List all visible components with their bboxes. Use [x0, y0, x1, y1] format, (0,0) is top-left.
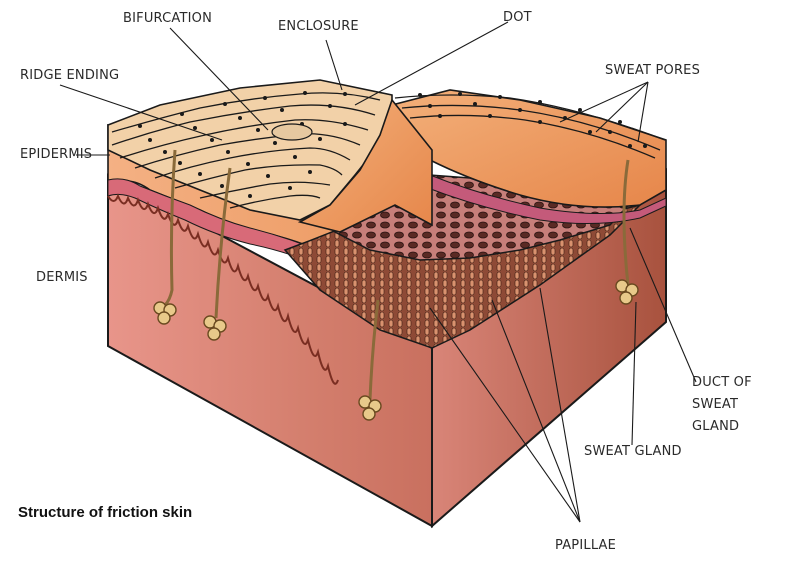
dermal-ridges-front	[107, 193, 339, 385]
sweat-glands	[163, 149, 630, 401]
sweat-pore-dots-right	[418, 92, 647, 148]
enclosure-feature	[271, 123, 313, 141]
label-dermis: DERMIS	[36, 270, 88, 285]
label-duct-of-sweat-gland: DUCT OF SWEAT GLAND	[692, 375, 752, 434]
figure-caption: Structure of friction skin	[18, 504, 193, 521]
label-sweat-gland: SWEAT GLAND	[584, 444, 682, 459]
label-epidermis: EPIDERMIS	[20, 147, 93, 162]
epidermis-flap	[390, 89, 667, 208]
label-bifurcation: BIFURCATION	[123, 11, 213, 26]
label-papillae: PAPILLAE	[555, 538, 617, 553]
sweat-pore-dots-left	[138, 91, 347, 198]
label-enclosure: ENCLOSURE	[278, 19, 359, 34]
leader-lines	[59, 21, 697, 523]
label-sweat-pores: SWEAT PORES	[605, 63, 701, 78]
epidermis-cut-edge	[297, 98, 433, 233]
label-ridge-ending: RIDGE ENDING	[20, 68, 120, 83]
flap-pink-edge	[427, 174, 667, 225]
label-dot: DOT	[503, 10, 532, 25]
sweat-gland-coils	[153, 279, 639, 421]
